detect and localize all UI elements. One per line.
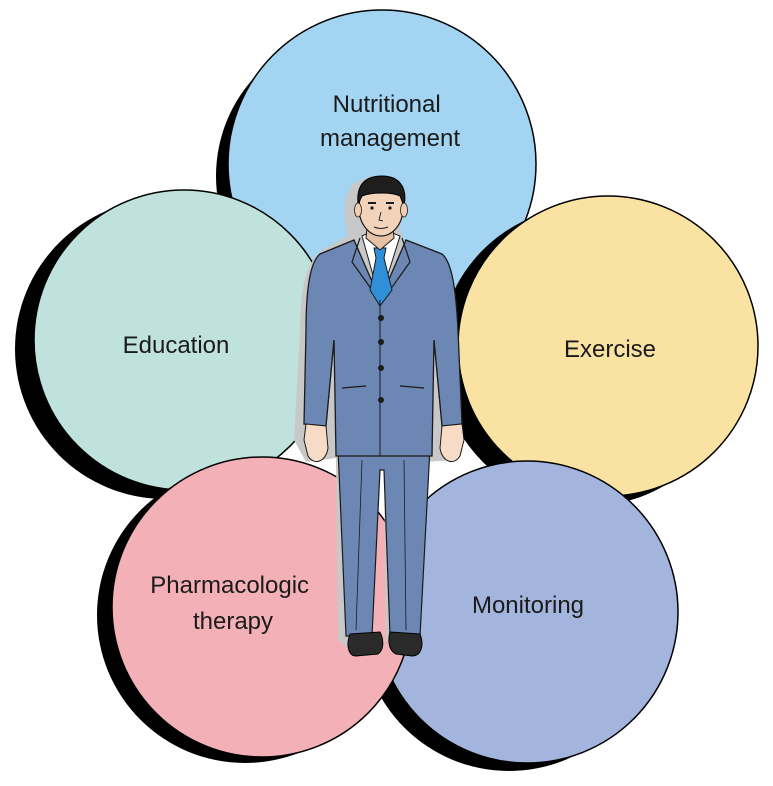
trouser-crease xyxy=(355,459,363,631)
button xyxy=(378,397,384,403)
circle-exercise: Exercise xyxy=(439,195,759,506)
ear xyxy=(354,202,362,218)
pocket xyxy=(341,385,367,389)
label-line-1: Pharmacologic xyxy=(150,572,309,599)
circle-education: Education xyxy=(15,189,335,499)
eye xyxy=(388,206,392,210)
pocket xyxy=(399,385,425,389)
button xyxy=(378,315,384,321)
mouth xyxy=(373,226,389,229)
right-hand xyxy=(439,423,465,463)
label-pharmacologic-therapy: Pharmacologic therapy xyxy=(150,572,315,635)
label-education: Education xyxy=(123,332,230,359)
label-line-2: management xyxy=(320,125,460,152)
label-monitoring: Monitoring xyxy=(472,592,584,619)
label-nutritional-management: Nutritional management xyxy=(320,91,460,152)
jacket xyxy=(303,239,463,457)
button xyxy=(378,339,384,345)
left-shoe xyxy=(347,631,384,657)
nose xyxy=(378,211,384,222)
circle-monitoring: Monitoring xyxy=(361,460,679,771)
ear xyxy=(400,202,408,218)
tie xyxy=(369,247,393,307)
label-exercise: Exercise xyxy=(564,336,656,363)
button xyxy=(378,365,384,371)
sleeve-edge xyxy=(325,339,335,427)
left-hand xyxy=(303,423,329,463)
right-shoe xyxy=(388,631,423,657)
businessman-figure-icon xyxy=(294,175,465,657)
label-line-2: therapy xyxy=(193,608,273,635)
label-line-1: Nutritional xyxy=(333,91,441,118)
eye xyxy=(370,206,374,210)
sleeve-edge xyxy=(433,339,443,427)
trouser-crease xyxy=(403,459,407,631)
hair xyxy=(357,175,406,208)
